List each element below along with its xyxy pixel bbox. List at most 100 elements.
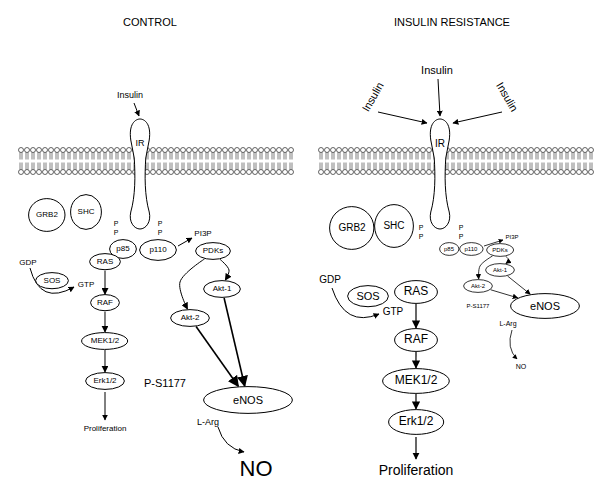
node-label: SOS [44,276,61,285]
protein-shape [439,243,458,256]
site-label: P-S1177 [467,303,490,310]
signal-arrow [104,312,105,332]
node-label: Akt-2 [471,283,485,290]
protein-shape [91,295,120,311]
protein-shape [196,243,231,260]
protein-blob: MEK1/2 [81,332,128,350]
phospho-label: P [158,220,163,228]
node-label: Erk1/2 [399,415,434,429]
node-text-group: SHC [383,220,404,232]
site-label: P-S1177 [144,377,186,390]
protein-blob: SOS [347,285,389,307]
protein-shape [395,329,438,352]
protein-blob: p85 [439,242,460,256]
node-text-group: Erk1/2 [93,376,116,385]
lipid-label: PI3P [505,234,518,241]
node-label: Akt-1 [493,267,507,274]
signal-arrow [105,271,106,295]
protein-shape [383,369,450,394]
node-text-group: SOS [356,290,379,303]
protein-shape [395,281,438,304]
node-label: GRB2 [338,222,365,234]
insulin-arrow [438,79,440,116]
receptor-shape [430,119,450,229]
protein-shape [375,205,414,248]
protein-shape [140,240,177,261]
signal-arrow [415,352,416,368]
insulin-arrow [453,112,502,123]
phospho-label: P [419,233,424,241]
protein-shape [204,387,293,414]
protein-blob: p110 [139,239,177,261]
signal-arrow [491,290,518,298]
substrate-label: L-Arg [197,417,219,427]
protein-blob: RAF [90,294,120,311]
node-text-group: IR [435,138,445,150]
receptor: IR [425,118,455,230]
nucleotide-label: GTP [78,280,94,289]
protein-blob: Akt-1 [203,280,241,298]
phospho-label: P [459,224,464,232]
protein-shape [82,333,128,350]
cell-membrane [18,147,294,175]
outcome-arrow [415,437,416,459]
node-text-group: GRB2 [36,210,58,219]
protein-shape [348,285,389,306]
protein-shape [459,243,483,256]
node-text-group: MEK1/2 [395,374,438,388]
protein-blob: eNOS [510,293,580,319]
signal-arrow [224,298,245,386]
protein-shape [204,281,241,298]
lipid-arrow [178,238,192,246]
node-text-group: Akt-1 [493,267,507,274]
signal-arrow [196,327,238,387]
node-text-group: RAF [404,333,428,347]
protein-blob: SHC [70,194,102,230]
protein-shape [71,195,102,230]
node-label: RAS [404,285,429,299]
protein-shape [90,254,121,270]
substrate-label: L-Arg [499,320,516,328]
ligand-label: Insulin [360,80,387,114]
node-label: IR [136,138,145,148]
outcome-label: Proliferation [84,424,127,433]
protein-shape [86,373,125,390]
node-label: eNOS [233,394,263,407]
node-label: p110 [149,245,166,254]
signal-arrow [415,304,416,328]
receptor: IR [125,118,155,230]
node-text-group: SOS [44,276,61,285]
node-label: RAF [97,298,113,307]
node-text-group: eNOS [233,394,263,407]
cell-membrane [318,147,594,175]
node-label: MEK1/2 [395,374,438,388]
phospho-label: P [419,224,424,232]
node-label: p85 [116,244,129,253]
ligand-label: Insulin [421,64,453,77]
node-label: Erk1/2 [93,376,116,385]
protein-blob: PDKs [486,243,514,257]
protein-blob: RAF [394,328,438,352]
node-text-group: Akt-2 [471,283,485,290]
signal-arrow [104,350,105,372]
protein-blob: SHC [374,204,414,248]
protein-shape [486,244,513,257]
protein-shape [29,199,65,232]
node-label: PDKs [492,247,507,254]
signal-arrow [180,259,205,309]
protein-blob: p110 [459,242,484,256]
signal-arrow [506,256,509,263]
node-label: RAS [97,257,113,266]
protein-blob: Akt-2 [170,309,210,327]
protein-blob: Akt-2 [463,279,493,293]
signal-arrow [220,259,229,280]
receptor-shape [130,119,150,229]
node-label: eNOS [530,300,560,313]
node-text-group: p110 [465,246,478,253]
panel-title: CONTROL [123,16,177,29]
node-text-group: p85 [444,246,454,253]
